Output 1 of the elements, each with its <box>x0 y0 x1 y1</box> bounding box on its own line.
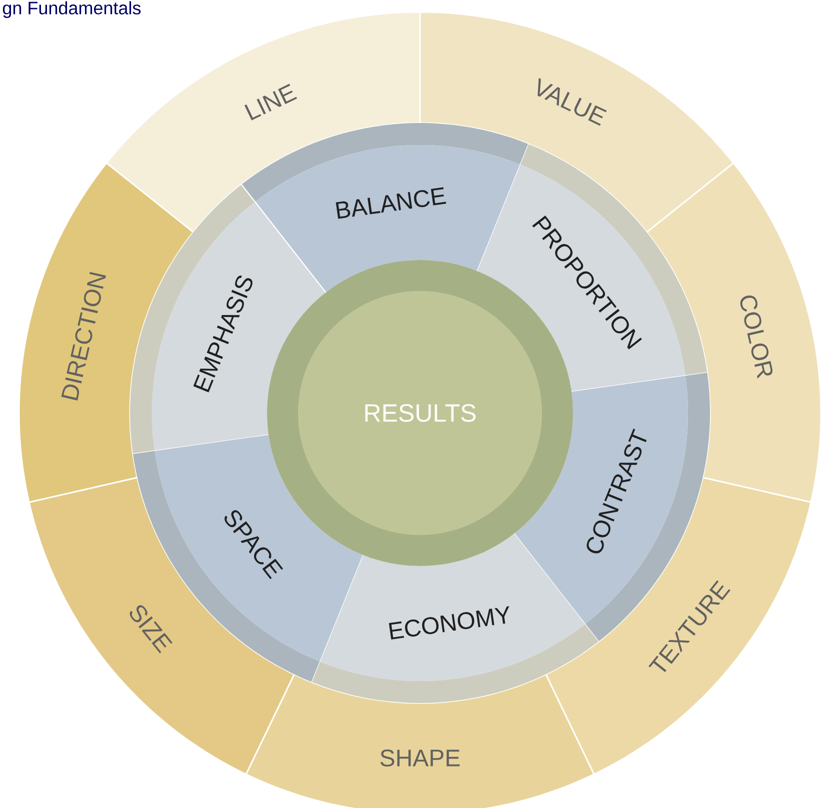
ring-segment: SHAPE <box>245 673 595 808</box>
